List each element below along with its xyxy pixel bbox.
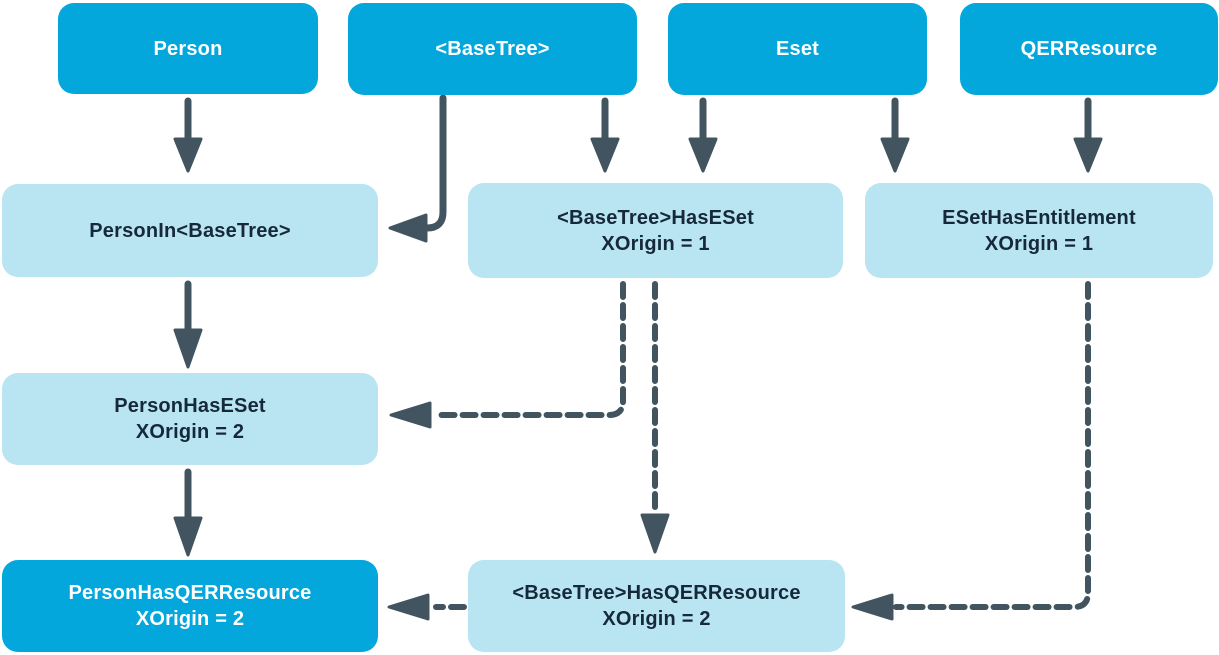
node-label: PersonHasESet	[114, 395, 266, 417]
node-person-in-basetree: PersonIn<BaseTree>	[2, 184, 378, 277]
node-label: <BaseTree>HasESet	[557, 206, 754, 229]
dashed-arrow-basetreehasqerresource-to-personhasqerresource	[387, 593, 467, 621]
arrow-basetree-to-basetreehaseset	[590, 97, 620, 173]
arrow-eset-to-basetreehaseset	[688, 97, 718, 173]
dashed-arrow-esethasentitlement-to-basetreehasqerresource	[851, 281, 1091, 621]
node-person: Person	[58, 3, 318, 94]
node-label: <BaseTree>	[435, 38, 550, 60]
node-person-has-qerresource: PersonHasQERResource XOrigin = 2	[2, 560, 378, 652]
arrow-personinbasetree-to-personhaseset	[173, 280, 203, 369]
arrow-personhaseset-to-personhasqerresource	[173, 468, 203, 557]
node-label: QERResource	[1020, 38, 1158, 60]
node-qerresource: QERResource	[960, 3, 1218, 95]
node-eset-has-entitlement: ESetHasEntitlement XOrigin = 1	[865, 183, 1213, 278]
node-label: Eset	[775, 38, 820, 60]
node-basetree: <BaseTree>	[348, 3, 637, 95]
arrow-qerresource-to-esethasentitlement	[1073, 97, 1103, 173]
node-label: PersonHasQERResource	[68, 582, 312, 604]
node-eset: Eset	[668, 3, 927, 95]
node-xorigin: XOrigin = 2	[135, 608, 245, 630]
node-xorigin: XOrigin = 2	[135, 421, 245, 443]
node-person-has-eset: PersonHasESet XOrigin = 2	[2, 373, 378, 465]
node-label: <BaseTree>HasQERResource	[512, 582, 801, 604]
node-xorigin: XOrigin = 2	[602, 608, 711, 630]
dashed-arrow-basetreehaseset-to-basetreehasqerresource	[640, 281, 670, 554]
node-xorigin: XOrigin = 1	[601, 232, 710, 255]
node-label: Person	[153, 37, 223, 60]
node-basetree-has-qerresource: <BaseTree>HasQERResource XOrigin = 2	[468, 560, 845, 652]
node-xorigin: XOrigin = 1	[984, 232, 1094, 255]
arrow-person-to-personinbasetree	[173, 97, 203, 173]
arrow-eset-to-esethasentitlement	[880, 97, 910, 173]
node-label: ESetHasEntitlement	[942, 206, 1136, 229]
node-basetree-has-eset: <BaseTree>HasESet XOrigin = 1	[468, 183, 843, 278]
node-label: PersonIn<BaseTree>	[89, 219, 291, 242]
dashed-arrow-basetreehaseset-to-personhaseset	[389, 281, 626, 429]
arrow-basetree-to-personinbasetree	[388, 94, 447, 243]
